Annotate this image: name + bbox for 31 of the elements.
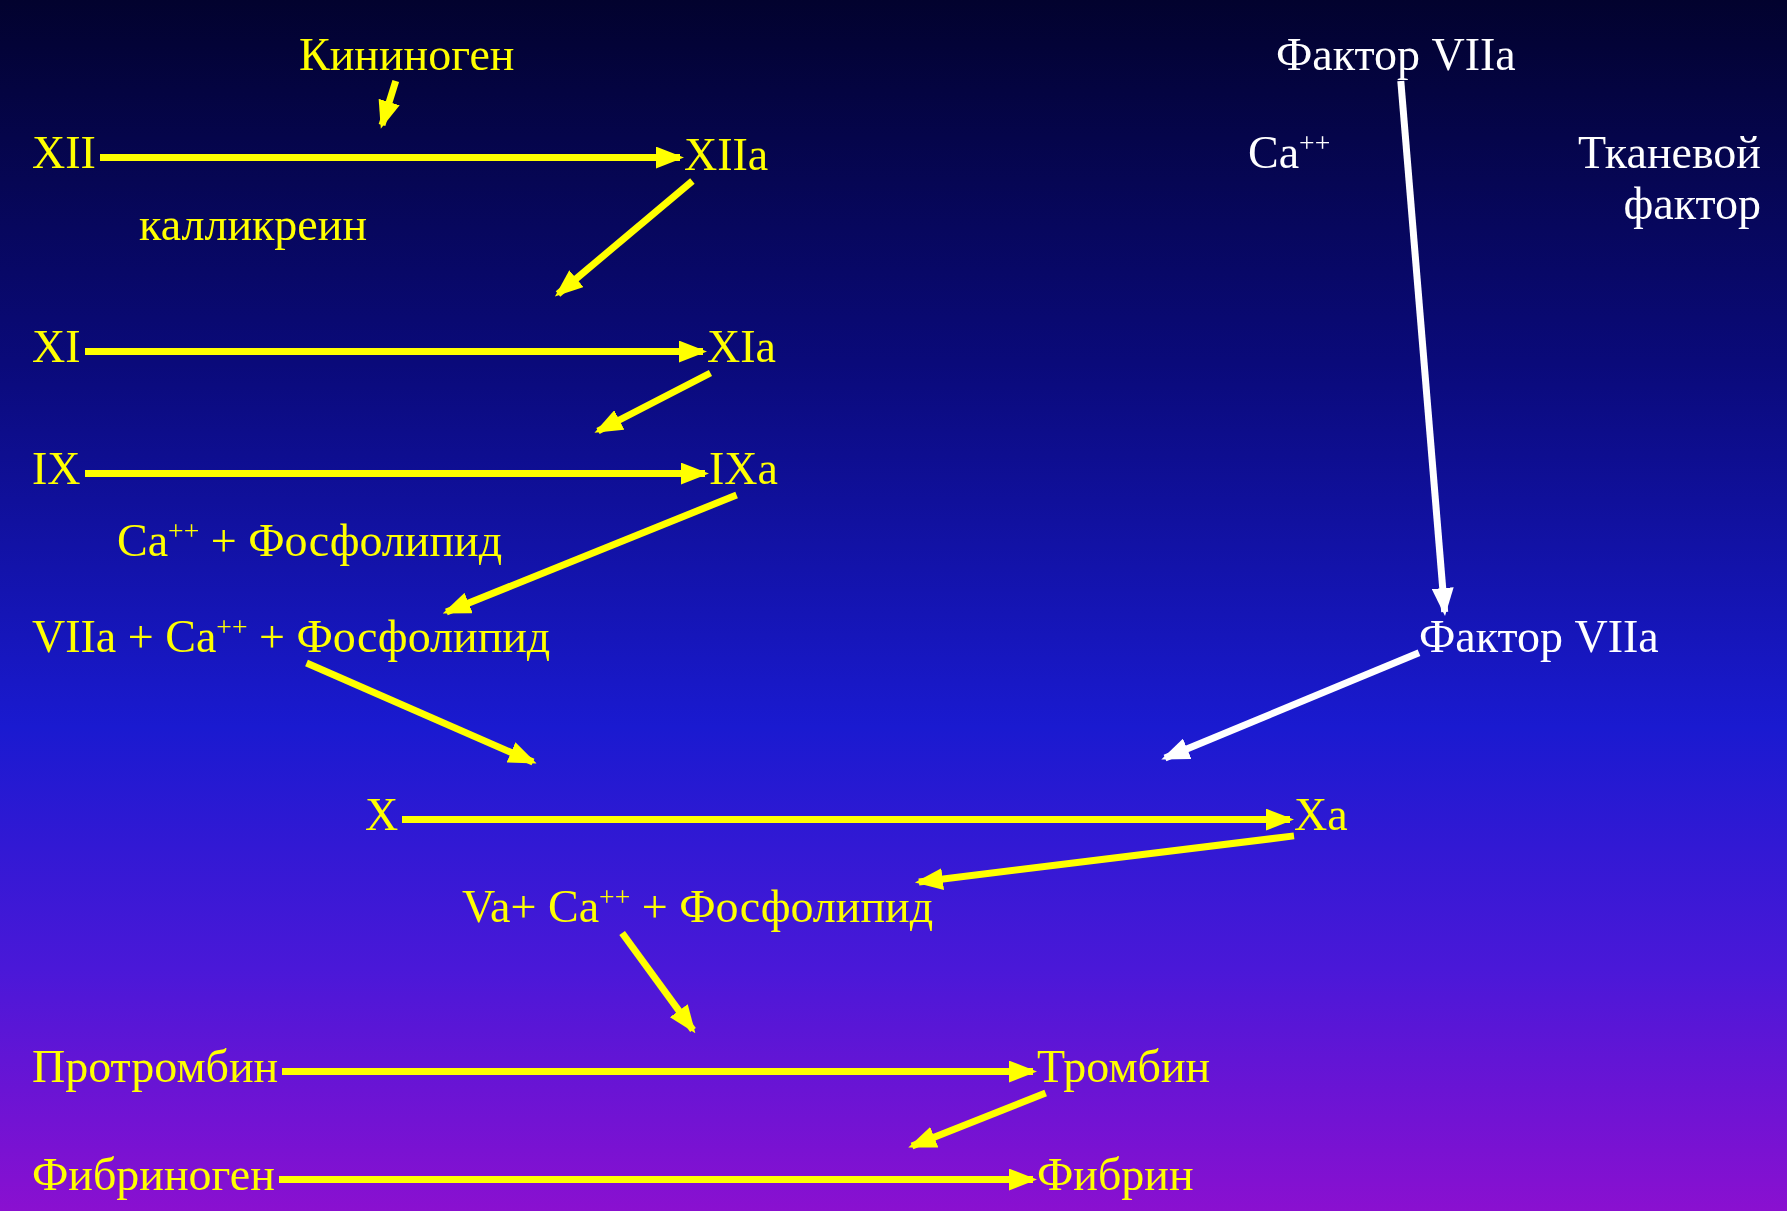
factor-label: IXa [709,444,778,495]
factor-label: Xa [1294,790,1348,841]
factor-label: XIIa [684,130,769,181]
annotation-text: Ca$^{++}$ [1248,128,1331,179]
arrow [305,659,537,766]
factor-label: Кининоген [299,30,515,81]
arrow [1397,80,1454,616]
arrow [908,1089,1047,1150]
factor-label: XII [32,128,96,179]
arrow [442,491,738,616]
factor-label: Фактор VIIa [1419,612,1659,663]
factor-label: XI [32,322,81,373]
factor-label: Фибрин [1037,1150,1194,1201]
arrow [619,930,696,1034]
factor-label: Фибриноген [32,1150,275,1201]
factor-label: Фактор VIIa [1276,30,1516,81]
factor-label: Протромбин [32,1042,279,1093]
factor-label: X [365,790,399,841]
arrow [594,369,713,435]
arrow [1161,649,1421,762]
arrow [554,178,695,297]
factor-label: Va+ Ca$^{++}$ + Фосфолипид [462,882,934,933]
edge-label: Ca$^{++}$ + Фосфолипид [117,516,503,567]
factor-label: Тромбин [1037,1042,1211,1093]
edge-label: калликреин [139,200,367,251]
factor-label: XIa [707,322,776,373]
factor-label: VIIa + Ca$^{++}$ + Фосфолипид [32,612,551,663]
factor-label: IX [32,444,81,495]
arrow [914,832,1295,890]
arrow [378,79,400,129]
annotation-text: Тканевой фактор [1576,128,1761,230]
